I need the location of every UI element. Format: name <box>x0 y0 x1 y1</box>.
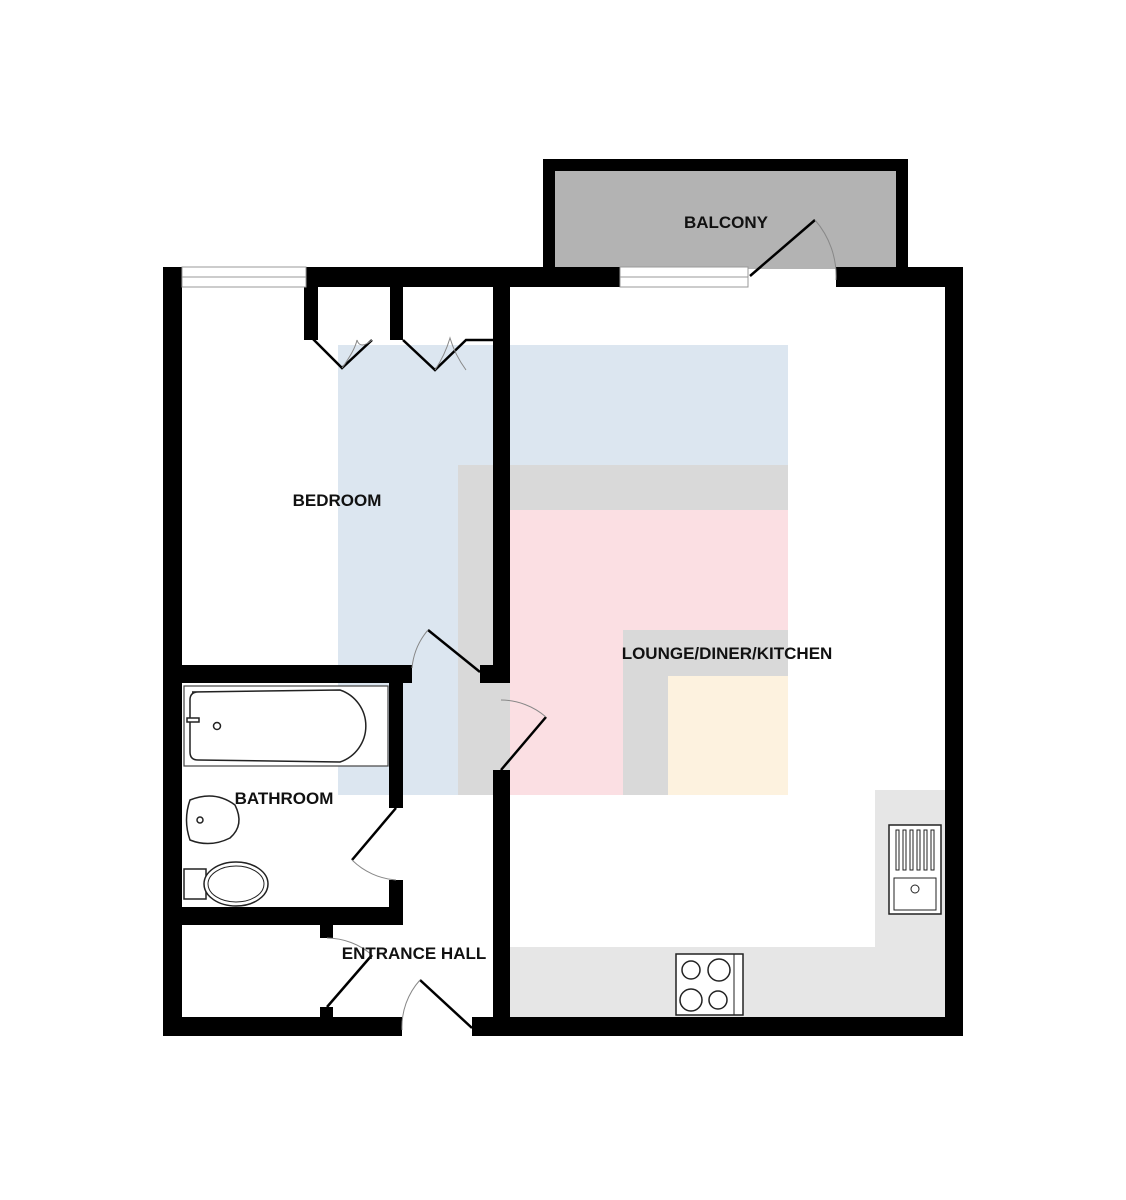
zone-overlays <box>338 345 788 795</box>
sink <box>888 824 942 915</box>
walls <box>163 267 963 1036</box>
toilet <box>183 861 269 907</box>
balcony <box>543 159 908 269</box>
bathtub <box>183 685 389 767</box>
label-entrance-hall: ENTRANCE HALL <box>342 944 487 963</box>
label-bathroom: BATHROOM <box>235 789 334 808</box>
hob <box>675 953 744 1016</box>
doors <box>311 219 837 1031</box>
label-balcony: BALCONY <box>684 213 769 232</box>
washbasin <box>185 795 240 845</box>
windows <box>181 266 749 288</box>
label-bedroom: BEDROOM <box>293 491 382 510</box>
label-lounge: LOUNGE/DINER/KITCHEN <box>622 644 833 663</box>
